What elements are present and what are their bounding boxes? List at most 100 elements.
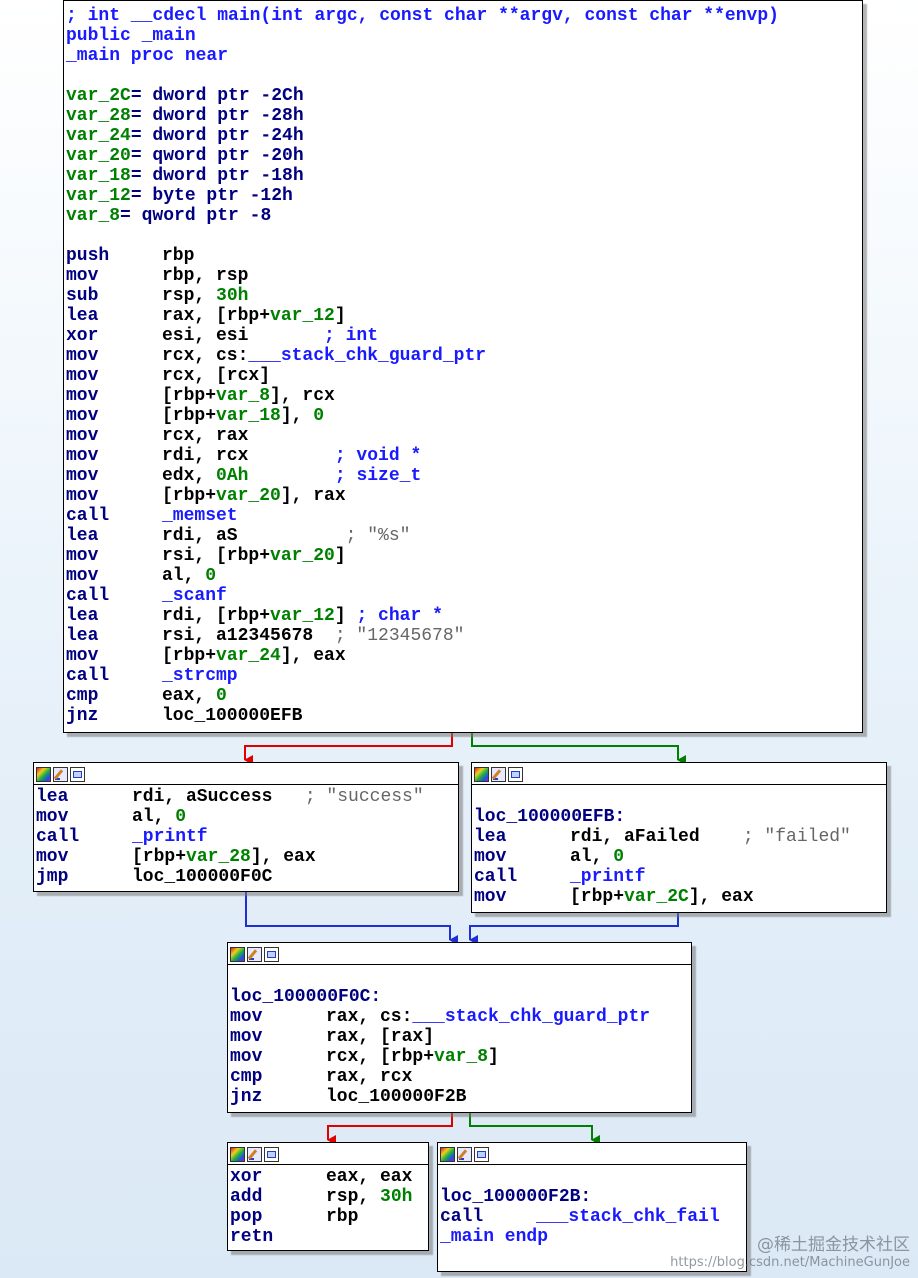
- asm-label[interactable]: loc_100000F0C:: [230, 987, 691, 1007]
- group-nodes-icon[interactable]: [474, 1147, 489, 1162]
- asm-operand: ], rax: [280, 486, 346, 506]
- rename-edit-icon[interactable]: [247, 1147, 262, 1162]
- asm-footer: _main endp: [440, 1227, 746, 1247]
- asm-mnemonic: lea: [66, 626, 99, 646]
- stack-var-line[interactable]: var_24= dword ptr -24h: [66, 126, 862, 146]
- asm-line[interactable]: mov[rbp+var_2C], eax: [474, 887, 886, 907]
- blank-line: [66, 66, 862, 86]
- asm-line[interactable]: call_printf: [36, 827, 458, 847]
- group-nodes-icon[interactable]: [508, 767, 523, 782]
- asm-line[interactable]: mov[rbp+var_20], rax: [66, 486, 862, 506]
- stack-var-line[interactable]: var_28= dword ptr -28h: [66, 106, 862, 126]
- asm-header-text: _main proc near: [66, 46, 229, 66]
- asm-symbol: ; int: [324, 326, 379, 346]
- watermark-title: @稀土掘金技术社区: [757, 1235, 910, 1255]
- stack-var-line[interactable]: var_12= byte ptr -12h: [66, 186, 862, 206]
- asm-symbol: _printf: [132, 827, 208, 847]
- asm-mnemonic: push: [66, 246, 110, 266]
- asm-mnemonic: cmp: [230, 1067, 263, 1087]
- main-entry-block[interactable]: ; int __cdecl main(int argc, const char …: [63, 0, 863, 733]
- asm-mnemonic: mov: [66, 466, 99, 486]
- asm-value: var_12: [270, 306, 335, 326]
- rename-edit-icon[interactable]: [491, 767, 506, 782]
- asm-operand: [rbp+: [162, 646, 217, 666]
- asm-line[interactable]: call_memset: [66, 506, 862, 526]
- color-palette-icon[interactable]: [230, 1147, 245, 1162]
- rename-edit-icon[interactable]: [53, 767, 68, 782]
- stack-var-name: var_12: [66, 186, 131, 206]
- color-palette-icon[interactable]: [36, 767, 51, 782]
- stack-chk-fail-block[interactable]: loc_100000F2B:call___stack_chk_fail_main…: [437, 1142, 747, 1272]
- color-palette-icon[interactable]: [474, 767, 489, 782]
- asm-operand: ],: [280, 406, 314, 426]
- asm-line[interactable]: mov[rbp+var_18], 0: [66, 406, 862, 426]
- rename-edit-icon[interactable]: [457, 1147, 472, 1162]
- asm-label[interactable]: loc_100000EFB:: [474, 807, 886, 827]
- asm-line[interactable]: mov[rbp+var_8], rcx: [66, 386, 862, 406]
- stack-var-line[interactable]: var_18= dword ptr -18h: [66, 166, 862, 186]
- asm-mnemonic: retn: [230, 1227, 274, 1247]
- asm-line[interactable]: mov[rbp+var_28], eax: [36, 847, 458, 867]
- color-palette-icon[interactable]: [230, 947, 245, 962]
- asm-line[interactable]: retn: [230, 1227, 428, 1247]
- asm-label[interactable]: loc_100000F2B:: [440, 1187, 746, 1207]
- asm-value: 0: [175, 807, 187, 827]
- asm-mnemonic: pop: [230, 1207, 263, 1227]
- asm-operand: [rbp+: [162, 386, 217, 406]
- asm-line[interactable]: call_scanf: [66, 586, 862, 606]
- asm-line[interactable]: call_strcmp: [66, 666, 862, 686]
- group-nodes-icon[interactable]: [70, 767, 85, 782]
- asm-mnemonic: jmp: [36, 867, 69, 887]
- asm-line[interactable]: call___stack_chk_fail: [440, 1207, 746, 1227]
- asm-mnemonic: mov: [66, 266, 99, 286]
- asm-operand: rsi, [rbp+: [162, 546, 271, 566]
- rename-edit-icon[interactable]: [247, 947, 262, 962]
- asm-mnemonic: mov: [66, 346, 99, 366]
- asm-line[interactable]: mov[rbp+var_24], eax: [66, 646, 862, 666]
- stack-var-line[interactable]: var_20= qword ptr -20h: [66, 146, 862, 166]
- color-palette-icon[interactable]: [440, 1147, 455, 1162]
- stack-var-line[interactable]: var_2C= dword ptr -2Ch: [66, 86, 862, 106]
- asm-line[interactable]: call_printf: [474, 867, 886, 887]
- group-nodes-icon[interactable]: [264, 1147, 279, 1162]
- asm-mnemonic: mov: [66, 366, 99, 386]
- stack-var-line[interactable]: var_8= qword ptr -8: [66, 206, 862, 226]
- group-nodes-icon[interactable]: [264, 947, 279, 962]
- asm-mnemonic: lea: [474, 827, 507, 847]
